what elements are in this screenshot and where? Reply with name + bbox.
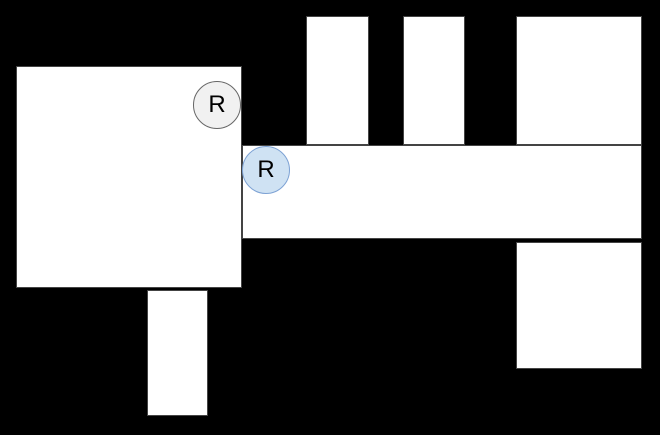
robot-marker-gray-label: R	[208, 91, 226, 118]
block-bottom-left-tall-rect	[147, 290, 208, 416]
block-top-rect-2	[403, 16, 465, 145]
block-top-rect-1	[306, 16, 369, 145]
robot-marker-blue[interactable]: R	[242, 146, 290, 194]
block-horizontal-bar	[242, 145, 642, 239]
block-bottom-right-rect	[516, 242, 642, 369]
robot-marker-gray[interactable]: R	[193, 81, 241, 129]
robot-marker-blue-label: R	[257, 156, 275, 183]
block-top-rect-3	[516, 16, 642, 145]
